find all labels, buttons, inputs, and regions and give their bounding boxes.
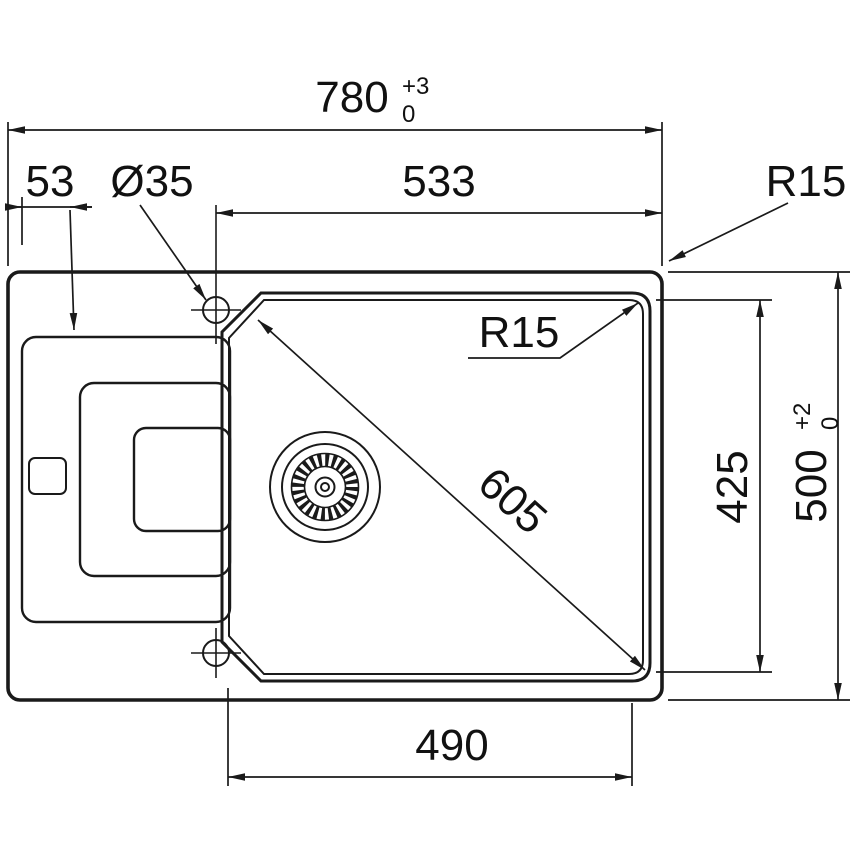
leader-line <box>668 202 789 262</box>
sink-outline <box>6 270 664 702</box>
strainer-inner-edge <box>303 465 347 509</box>
drainboard-middle-groove <box>78 381 232 578</box>
drainboard-outer-groove <box>20 335 232 624</box>
tap-hole-bottom <box>191 628 241 678</box>
tap-hole-top <box>191 205 241 344</box>
sink-outer-edge <box>6 270 664 702</box>
dim-bowl-width: 533 <box>216 157 662 217</box>
dim-tap-hole: Ø35 <box>110 157 207 301</box>
dim-left-offset: 53 <box>5 157 92 331</box>
dim-bowl-radius: R15 <box>468 302 639 359</box>
dim-label-bowl-bottom-width: 490 <box>415 721 488 770</box>
dim-label-bowl-diagonal: 605 <box>469 458 556 544</box>
dim-label-bowl-width: 533 <box>402 157 475 206</box>
dim-tol-minus: 0 <box>402 101 415 128</box>
leader-line <box>69 209 78 331</box>
drain-outer-circle <box>269 431 381 543</box>
dim-tol-plus: +2 <box>789 403 816 430</box>
dim-outer-radius: R15 <box>668 157 847 262</box>
drainboard-inner-groove <box>132 426 232 533</box>
dim-label-bowl-radius: R15 <box>479 308 560 357</box>
drain-strainer <box>269 431 381 543</box>
drain-cap-circle <box>314 476 336 498</box>
strainer-teeth-icon <box>291 453 359 521</box>
dim-bowl-diagonal: 605 <box>257 319 646 671</box>
dim-tol-minus: 0 <box>817 417 844 430</box>
overflow-slot <box>28 457 67 495</box>
dim-label-overall-depth: 500 <box>787 449 836 522</box>
dim-label-left-offset: 53 <box>26 157 75 206</box>
bowl-outer-rim <box>220 291 652 683</box>
drainboard <box>20 335 232 624</box>
dim-label-bowl-height: 425 <box>708 450 757 523</box>
dim-label-overall-width: 780 <box>315 73 388 122</box>
dim-tol-plus: +3 <box>402 73 429 100</box>
leader-line <box>139 204 207 301</box>
dim-overall-width: 780 +3 0 <box>7 73 663 266</box>
dim-bowl-bottom-width: 490 <box>227 688 633 786</box>
drain-center-dot <box>320 482 330 492</box>
dim-label-tap-hole: Ø35 <box>110 157 193 206</box>
dim-bowl-height: 425 <box>656 299 772 673</box>
dim-label-outer-radius: R15 <box>766 157 847 206</box>
dim-overall-depth: 500 +2 0 <box>668 271 850 701</box>
dimension-line <box>257 319 646 671</box>
